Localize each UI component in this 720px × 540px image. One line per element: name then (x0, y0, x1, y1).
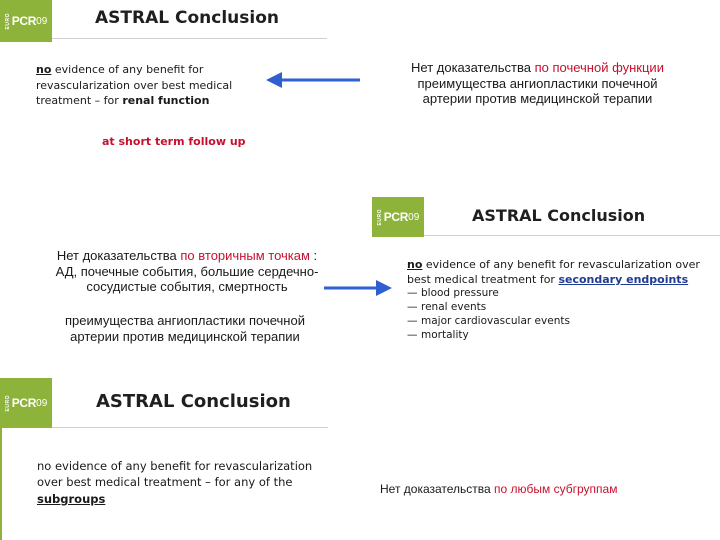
slide-edge (0, 428, 2, 540)
renal-function-highlight: renal function (122, 94, 210, 108)
left-arrow-icon (266, 72, 360, 88)
secondary-endpoints-highlight: secondary endpoints (558, 272, 689, 286)
slide-title: ASTRAL Conclusion (472, 206, 646, 225)
slide-body: no evidence of any benefit for revascula… (407, 258, 717, 343)
russian-caption-1: Нет доказательства по почечной функции п… (411, 60, 664, 107)
russian-caption-2: Нет доказательства по вторичным точкам :… (55, 248, 319, 295)
title-divider (52, 427, 328, 428)
slide-title: ASTRAL Conclusion (96, 391, 291, 412)
slide-title: ASTRAL Conclusion (95, 8, 279, 28)
followup-note: at short term follow up (102, 135, 246, 148)
title-divider (52, 38, 327, 39)
list-item: major cardiovascular events (407, 315, 717, 329)
endpoints-list: blood pressure renal events major cardio… (407, 287, 717, 343)
list-item: blood pressure (407, 287, 717, 301)
subgroups-highlight: subgroups (37, 491, 106, 506)
right-arrow-icon (324, 280, 392, 296)
list-item: mortality (407, 329, 717, 343)
slide-body: no evidence of any benefit for revascula… (36, 63, 233, 108)
list-item: renal events (407, 301, 717, 315)
title-divider (424, 235, 720, 236)
slide-body: no evidence of any benefit for revascula… (37, 459, 313, 506)
russian-caption-3: Нет доказательства по любым субгруппам (380, 482, 618, 496)
russian-caption-2b: преимущества ангиопластики почечной арте… (65, 313, 305, 344)
